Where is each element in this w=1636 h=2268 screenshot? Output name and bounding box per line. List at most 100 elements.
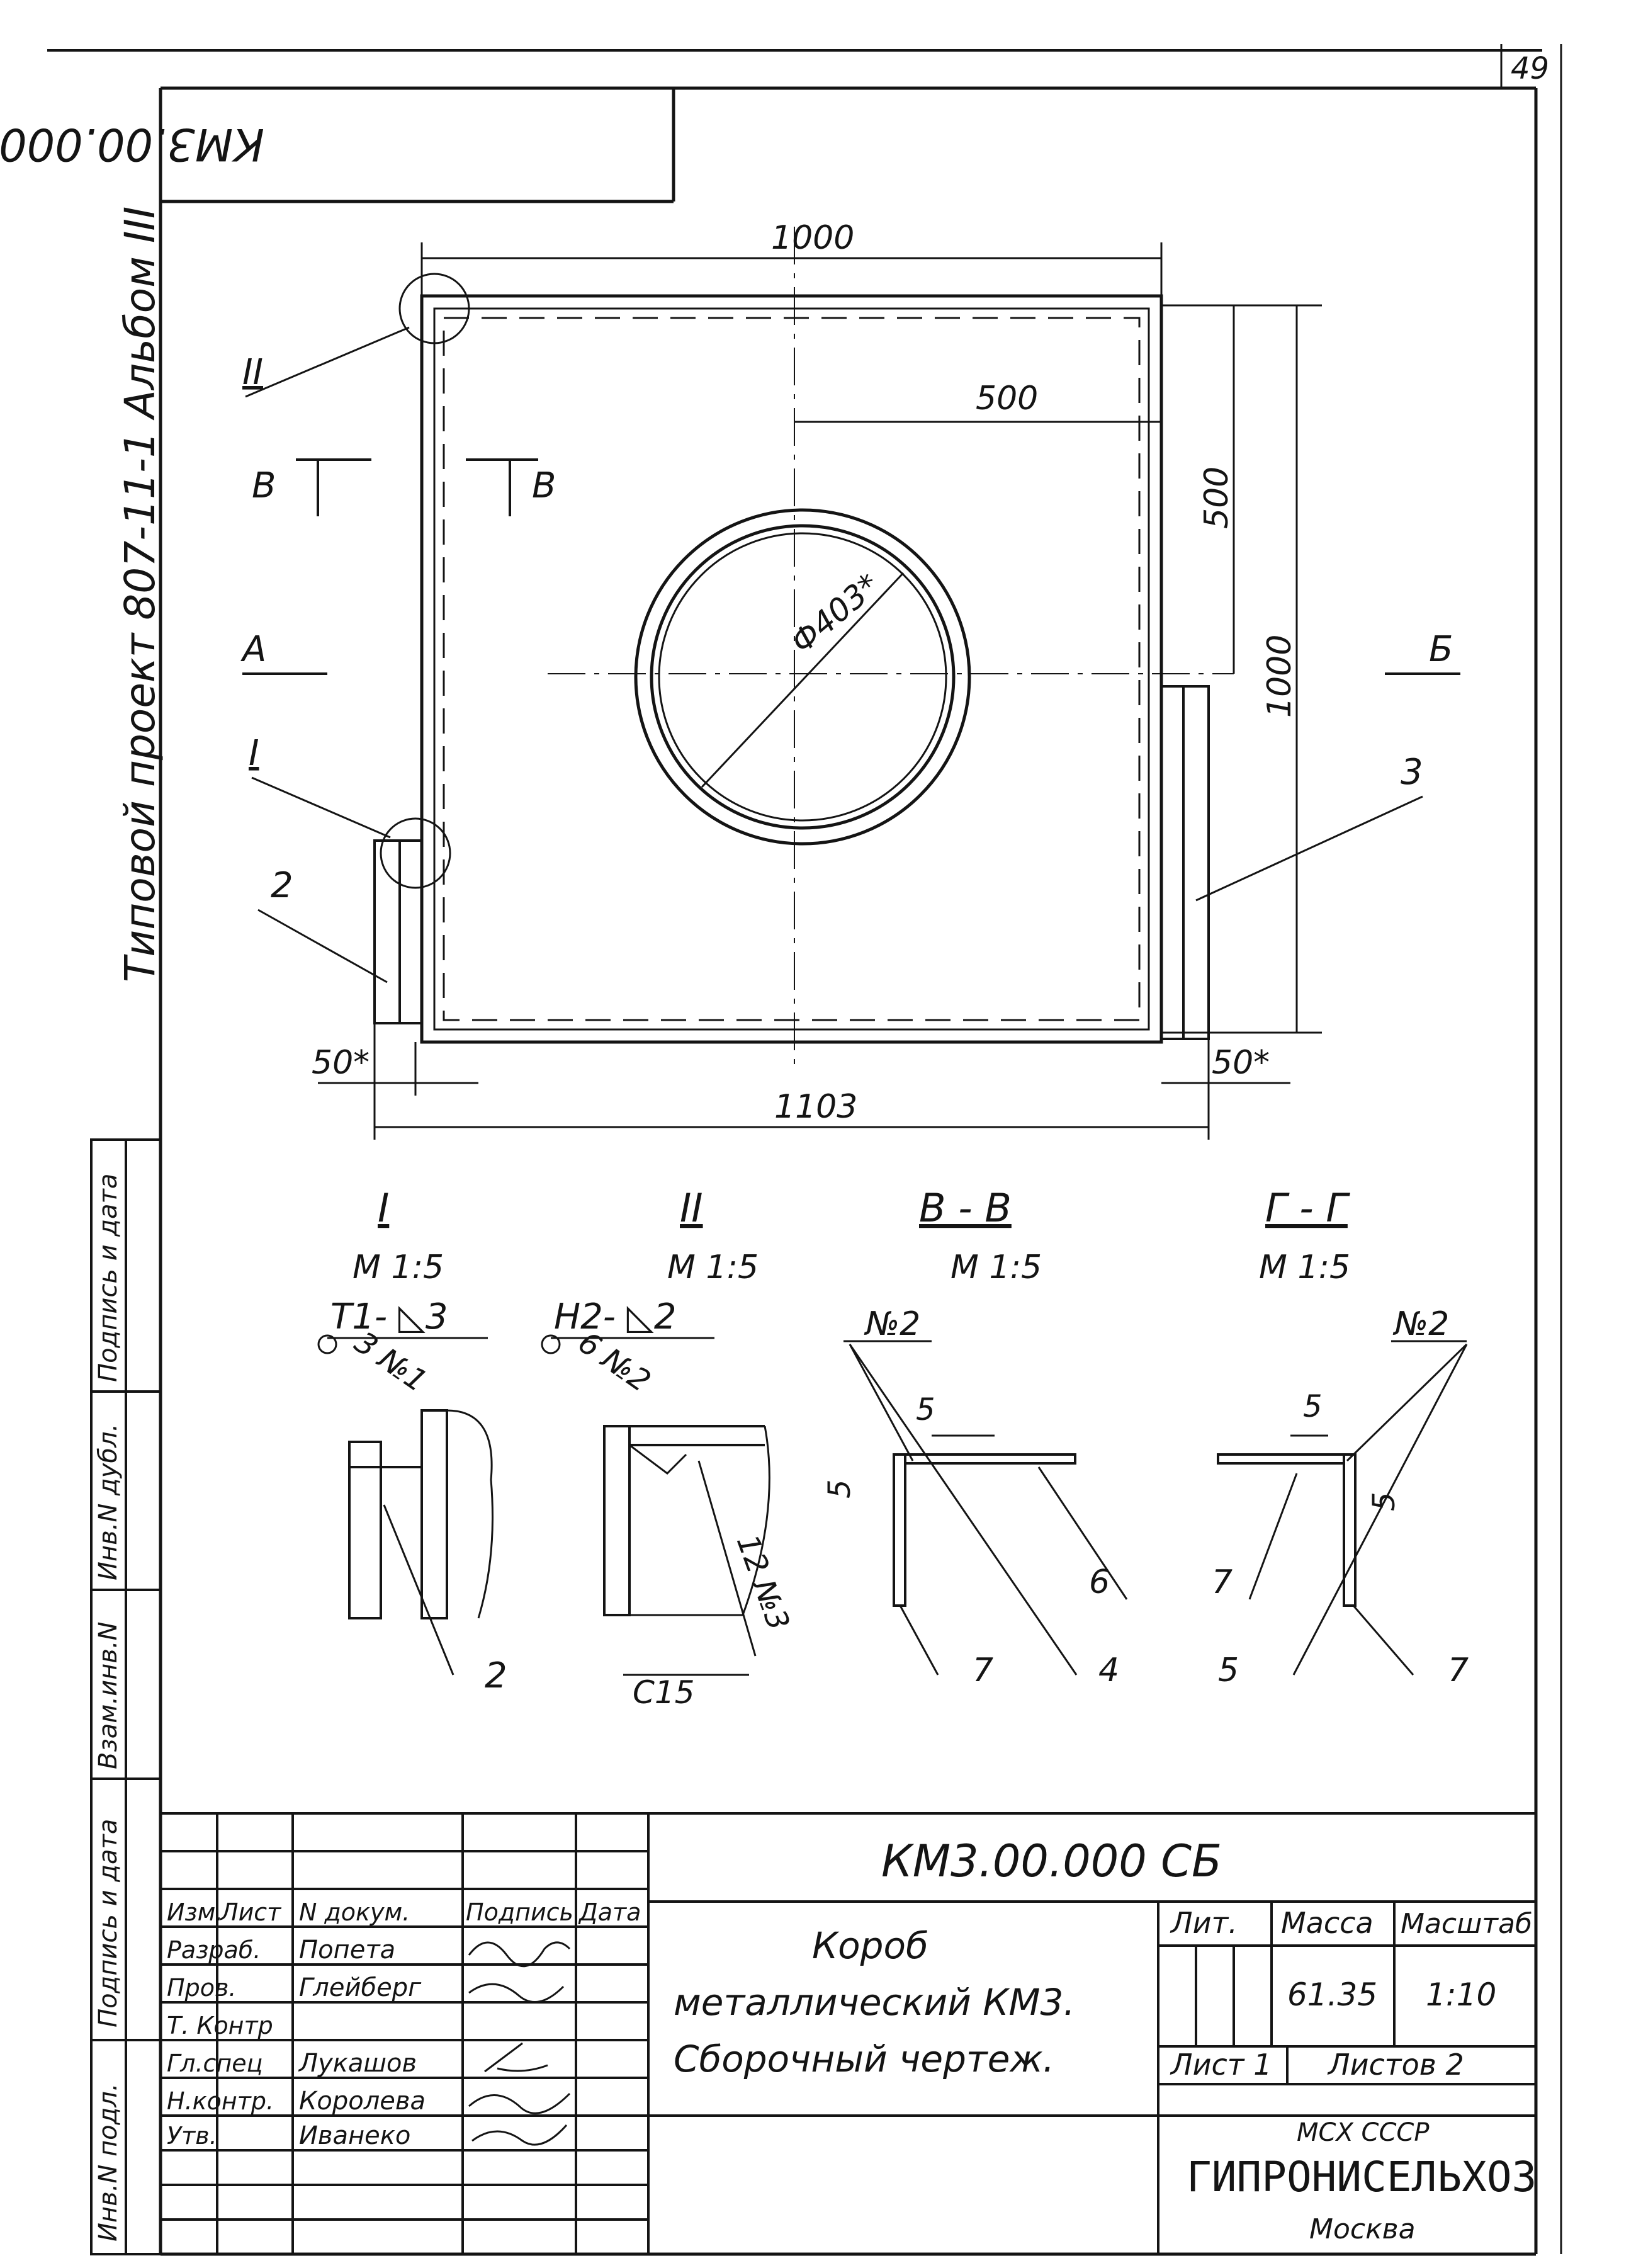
role-1: Разраб. bbox=[167, 1936, 261, 1964]
callout-label-2: II bbox=[242, 352, 263, 393]
col-header-sign: Подпись bbox=[466, 1898, 573, 1926]
detail-4-pos-c: 7 bbox=[1448, 1652, 1469, 1689]
org-city: Москва bbox=[1309, 2213, 1416, 2245]
name-2: Глейберг bbox=[299, 1973, 422, 2002]
detail-4-scale: М 1:5 bbox=[1259, 1249, 1350, 1286]
detail-3-title: В - В bbox=[919, 1185, 1012, 1231]
role-6: Утв. bbox=[167, 2122, 217, 2150]
section-b-right: В bbox=[532, 465, 556, 506]
detail-3-scale: М 1:5 bbox=[951, 1249, 1042, 1286]
diameter-leader bbox=[701, 572, 905, 788]
detail-2-scale: М 1:5 bbox=[667, 1249, 759, 1286]
name-6: Иванеко bbox=[299, 2121, 410, 2150]
sheet-label: Лист 1 bbox=[1170, 2048, 1272, 2082]
title-name-line1: Короб bbox=[812, 1924, 928, 1967]
lit-label: Лит. bbox=[1170, 1906, 1238, 1940]
callout-circle-1 bbox=[380, 817, 451, 889]
detail-3-pos-a: 6 bbox=[1089, 1563, 1110, 1601]
side-label: Типовой проект 807-11-1 Альбом III bbox=[116, 207, 164, 982]
callout-label-1: I bbox=[249, 733, 259, 774]
margin-label-3: Взам.инв.N bbox=[94, 1622, 123, 1769]
title-name-line3: Сборочный чертеж. bbox=[674, 2038, 1054, 2080]
margin-label-4: Инв.N дубл. bbox=[94, 1424, 123, 1580]
role-4: Гл.спец bbox=[167, 2050, 263, 2077]
pipe-opening bbox=[634, 508, 971, 846]
dim-left-offset-label: 50* bbox=[312, 1044, 370, 1082]
pos-leader-2 bbox=[257, 909, 388, 984]
position-2: 2 bbox=[271, 865, 293, 906]
name-1: Попета bbox=[299, 1936, 395, 1965]
title-name-line2: металлический КМ3. bbox=[674, 1981, 1075, 2024]
detail-3-part: №2 bbox=[864, 1305, 920, 1343]
left-margin-stamp bbox=[90, 1138, 162, 2255]
role-3: Т. Контр bbox=[167, 2012, 273, 2039]
centerlines bbox=[548, 227, 1234, 1070]
role-5: Н.контр. bbox=[167, 2087, 274, 2115]
detail-1-title: I bbox=[378, 1185, 389, 1231]
callout-leader-2 bbox=[245, 326, 410, 398]
detail-1-weld: Т1- ◺3 bbox=[330, 1296, 448, 1337]
detail-2-weld: Н2- ◺2 bbox=[554, 1296, 676, 1337]
mass-label: Масса bbox=[1281, 1906, 1374, 1940]
dim-width-top-label: 1000 bbox=[771, 219, 854, 257]
flange-left bbox=[373, 839, 422, 1024]
detail-1-position: 2 bbox=[485, 1655, 507, 1696]
col-header-doc: N докум. bbox=[299, 1898, 410, 1926]
name-5: Королева bbox=[299, 2087, 426, 2116]
detail-section-g: Г - Г М 1:5 №2 5 5 7 5 7 bbox=[1212, 1185, 1469, 1689]
detail-1-scale: М 1:5 bbox=[353, 1249, 444, 1286]
dim-overall-label: 1103 bbox=[774, 1088, 857, 1126]
detail-3-dim-a: 5 bbox=[916, 1392, 935, 1427]
dim-overall bbox=[318, 1023, 1290, 1140]
top-stamp: КМ3.00.000 СБ bbox=[0, 118, 264, 170]
signature-marks bbox=[468, 1941, 571, 2146]
scale-label: Масштаб bbox=[1401, 1908, 1532, 1940]
detail-4-part: №2 bbox=[1392, 1305, 1449, 1343]
box-outline bbox=[420, 294, 1163, 1044]
scale-value: 1:10 bbox=[1426, 1976, 1496, 2013]
dim-half-height-label: 500 bbox=[1198, 467, 1236, 529]
col-header-list: Лист bbox=[219, 1898, 282, 1926]
detail-2-title: II bbox=[680, 1185, 703, 1231]
detail-3-pos-b: 7 bbox=[973, 1652, 993, 1689]
section-mark-b bbox=[296, 458, 538, 516]
pos-leader-3 bbox=[1195, 795, 1423, 902]
position-3: 3 bbox=[1401, 752, 1423, 793]
detail-1: I М 1:5 Т1- ◺3 3 №1 2 bbox=[317, 1185, 507, 1696]
detail-2-profile: С15 bbox=[633, 1674, 695, 1711]
callout-leader-1 bbox=[251, 776, 391, 839]
top-stamp-box bbox=[161, 88, 675, 203]
detail-4-pos-b: 5 bbox=[1218, 1652, 1239, 1689]
detail-4-pos-a: 7 bbox=[1212, 1563, 1233, 1601]
detail-section-b: В - В М 1:5 №2 5 5 6 7 4 bbox=[822, 1185, 1128, 1689]
page-number: 49 bbox=[1511, 51, 1549, 86]
org-name: ГИПРОНИСЕЛЬХОЗ bbox=[1187, 2153, 1537, 2201]
callout-circle-2 bbox=[398, 273, 470, 344]
sheets-label: Листов 2 bbox=[1327, 2048, 1464, 2082]
col-header-izm: Изм. bbox=[167, 1898, 223, 1926]
detail-4-dim-b: 5 bbox=[1367, 1492, 1402, 1511]
detail-4-title: Г - Г bbox=[1265, 1185, 1350, 1231]
title-designation: КМ3.00.000 СБ bbox=[881, 1835, 1222, 1887]
dim-half-width-label: 500 bbox=[976, 380, 1038, 417]
dim-height-label: 1000 bbox=[1261, 635, 1299, 718]
margin-label-5: Подпись и дата bbox=[94, 1174, 123, 1382]
col-header-date: Дата bbox=[578, 1898, 641, 1926]
view-arrow-a: А bbox=[240, 629, 266, 670]
section-b-left: В bbox=[252, 465, 276, 506]
role-2: Пров. bbox=[167, 1974, 236, 2002]
detail-2: II М 1:5 Н2- ◺2 6 №2 12 №3 С15 bbox=[541, 1185, 796, 1711]
detail-3-dim-b: 5 bbox=[822, 1479, 857, 1499]
detail-3-pos-c: 4 bbox=[1098, 1652, 1119, 1689]
dim-vertical bbox=[1161, 304, 1322, 1034]
mass-value: 61.35 bbox=[1287, 1976, 1377, 2013]
dim-right-offset-label: 50* bbox=[1212, 1044, 1270, 1082]
margin-label-1: Инв.N подл. bbox=[94, 2083, 123, 2242]
org-top: МСХ СССР bbox=[1297, 2118, 1430, 2147]
main-view: Ф403* 1000 500 500 1000 bbox=[240, 219, 1460, 1140]
title-block-grid bbox=[161, 1812, 1536, 2254]
view-arrow-b: Б bbox=[1429, 629, 1453, 670]
margin-label-2: Подпись и дата bbox=[94, 1819, 123, 2027]
detail-2-note2: 12 №3 bbox=[730, 1530, 796, 1635]
